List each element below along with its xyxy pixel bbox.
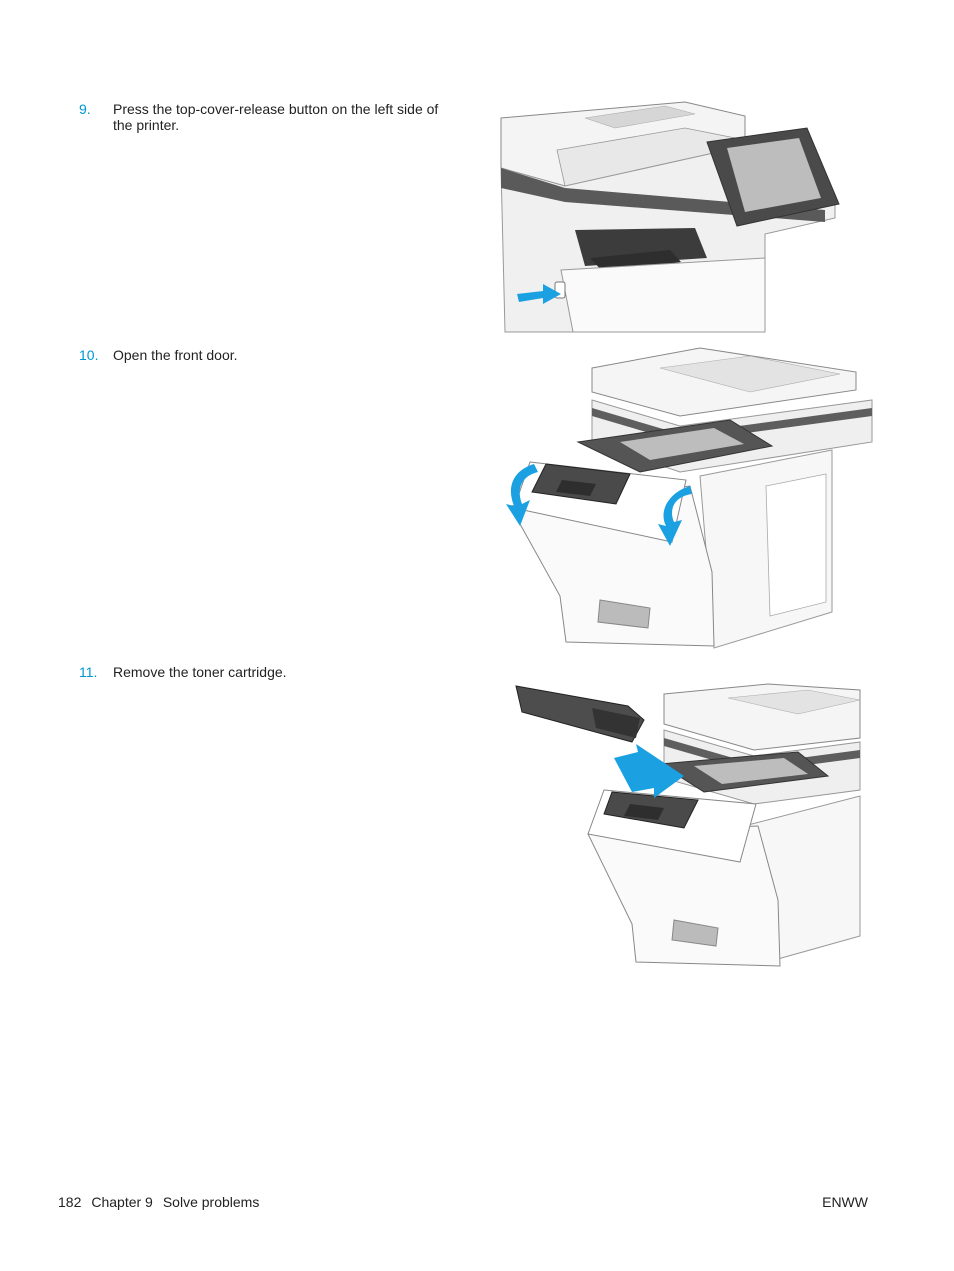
printer-remove-toner-illustration: [515, 683, 861, 967]
step-instruction: Press the top-cover-release button on th…: [113, 101, 439, 133]
section-label: Solve problems: [162, 1194, 260, 1210]
printer-front-door-illustration: [506, 347, 873, 649]
step-instruction: Open the front door.: [113, 347, 238, 363]
page-footer-right: ENWW: [822, 1194, 868, 1210]
step-instruction: Remove the toner cartridge.: [113, 664, 287, 680]
page-footer-left: 182 Chapter 9 Solve problems: [58, 1194, 269, 1210]
printer-top-cover-release-illustration: [500, 101, 840, 333]
step-number: 10.: [79, 347, 99, 363]
chapter-label: Chapter 9: [91, 1194, 153, 1210]
page-number: 182: [58, 1194, 82, 1210]
step-number: 9.: [79, 101, 91, 117]
step-number: 11.: [79, 664, 98, 680]
